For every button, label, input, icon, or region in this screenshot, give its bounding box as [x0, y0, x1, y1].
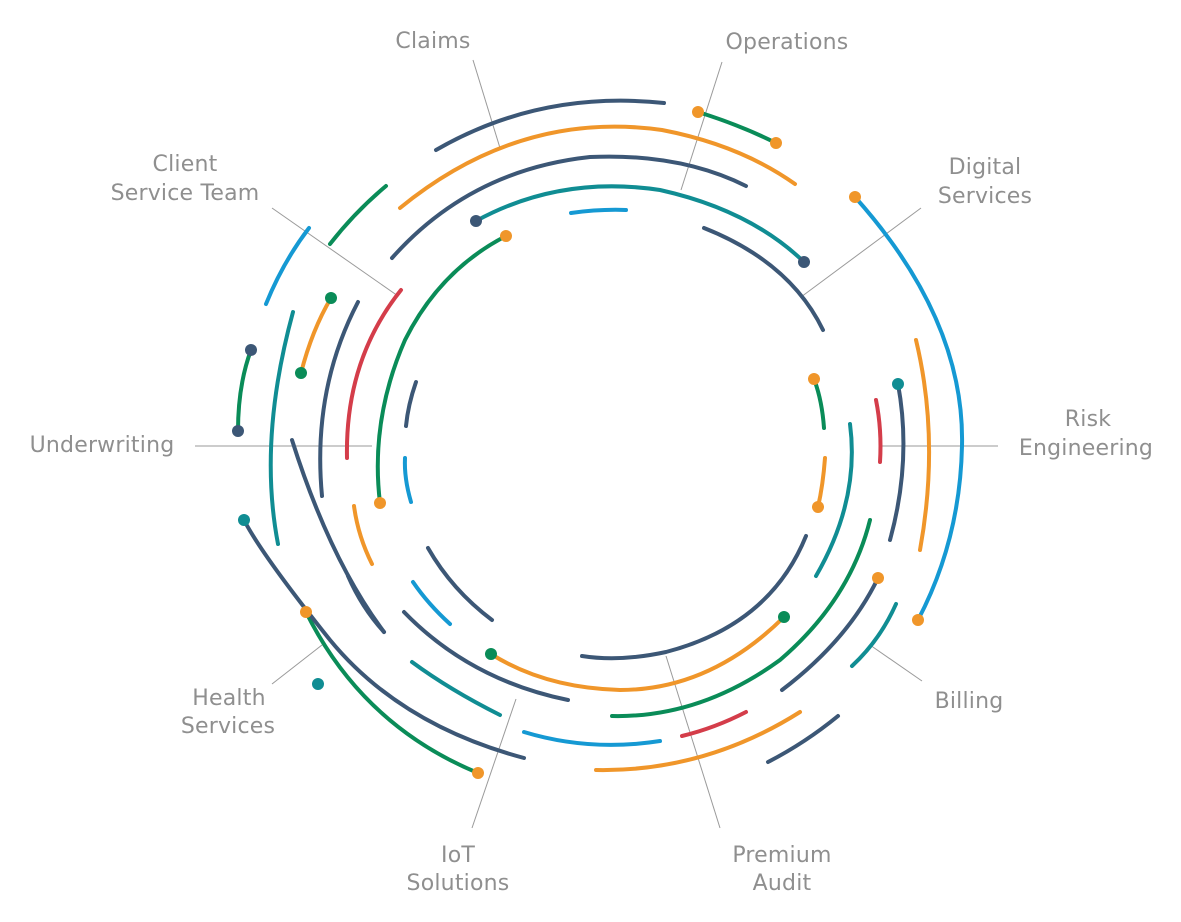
ring-arc: [489, 615, 786, 693]
endpoint-dot: [892, 378, 904, 390]
endpoint-dot: [770, 137, 782, 149]
endpoint-dot: [849, 191, 861, 203]
label-underwriting: Underwriting: [30, 433, 175, 458]
endpoint-dot: [245, 344, 257, 356]
label-iot-solutions-line2: Solutions: [407, 871, 510, 896]
ring-arc: [914, 338, 932, 552]
endpoint-dot: [912, 614, 924, 626]
label-digital-services-line1: Digital: [949, 155, 1022, 180]
ring-arc: [853, 195, 965, 622]
label-client-service-team-line2: Service Team: [111, 181, 260, 206]
ring-arc: [390, 154, 748, 260]
label-premium-audit-line1: Premium: [732, 843, 831, 868]
endpoint-dot: [238, 514, 250, 526]
label-operations: Operations: [726, 30, 849, 55]
ring-arc: [264, 226, 311, 306]
ring-arc: [610, 518, 872, 719]
label-risk-engineering-line2: Engineering: [1019, 436, 1153, 461]
label-digital-services-line2: Services: [938, 184, 1032, 209]
ring-arc: [426, 546, 494, 622]
endpoint-dot: [295, 367, 307, 379]
leader-health-services: [271, 644, 323, 685]
endpoint-dot: [808, 373, 820, 385]
ring-arc: [812, 377, 826, 430]
leader-claims: [472, 59, 501, 149]
leader-lines: [195, 59, 998, 829]
label-iot-solutions-line1: IoT: [441, 843, 475, 868]
leader-client-service-team: [271, 207, 399, 297]
label-health-services-line2: Services: [181, 714, 275, 739]
ring-arc: [290, 438, 386, 634]
ring-arc: [299, 296, 333, 375]
endpoint-dot: [470, 215, 482, 227]
endpoint-dot: [312, 678, 324, 690]
leader-billing: [869, 644, 923, 682]
endpoint-dot: [472, 767, 484, 779]
endpoint-dot: [325, 292, 337, 304]
ring-arc: [404, 380, 418, 428]
ring-arc: [816, 456, 827, 509]
ring-arc: [352, 504, 374, 566]
ring-arc: [318, 300, 360, 498]
endpoint-dot: [500, 230, 512, 242]
leader-digital-services: [800, 207, 922, 298]
ring-arc: [328, 184, 388, 246]
label-risk-engineering-line1: Risk: [1065, 407, 1111, 432]
ring-arc: [580, 534, 808, 661]
arc-endpoints: [232, 106, 924, 779]
ring-arc: [375, 234, 508, 505]
ring-arc: [522, 730, 662, 747]
endpoint-dot: [374, 497, 386, 509]
ring-arc: [398, 124, 797, 210]
ring-arc: [344, 288, 403, 460]
endpoint-dot: [485, 648, 497, 660]
label-claims: Claims: [395, 29, 470, 54]
ring-arc: [874, 398, 883, 464]
ring-arc: [569, 207, 628, 215]
label-premium-audit-line2: Audit: [753, 871, 812, 896]
ring-arc: [850, 602, 898, 668]
ring-arc: [236, 348, 253, 433]
endpoint-dot: [812, 501, 824, 513]
ring-arcs: [236, 98, 965, 775]
label-billing: Billing: [935, 689, 1004, 714]
ring-arc: [434, 98, 666, 152]
segment-labels: Claims Operations Digital Services Risk …: [30, 29, 1153, 896]
ring-arc: [702, 226, 825, 332]
ring-arc: [410, 660, 502, 717]
label-health-services-line1: Health: [192, 686, 265, 711]
leader-operations: [680, 61, 723, 191]
ring-arc: [680, 710, 748, 738]
endpoint-dot: [232, 425, 244, 437]
ring-arc: [766, 714, 840, 764]
ring-arc: [402, 456, 413, 504]
endpoint-dot: [778, 611, 790, 623]
endpoint-dot: [798, 256, 810, 268]
ring-arc: [888, 382, 906, 542]
ring-arc: [780, 576, 880, 692]
endpoint-dot: [872, 572, 884, 584]
ring-arc: [268, 310, 295, 546]
ring-arc: [346, 574, 386, 634]
ring-arc: [411, 580, 452, 626]
ring-arc: [814, 422, 854, 578]
ring-arc: [696, 110, 778, 145]
ring-arc: [242, 518, 526, 760]
endpoint-dot: [692, 106, 704, 118]
ring-arc: [402, 610, 570, 702]
ring-arc: [594, 710, 802, 773]
label-client-service-team-line1: Client: [153, 152, 218, 177]
leader-iot-solutions: [471, 698, 517, 829]
ring-arc: [474, 184, 806, 264]
ring-arc: [304, 610, 480, 775]
endpoint-dot: [300, 606, 312, 618]
